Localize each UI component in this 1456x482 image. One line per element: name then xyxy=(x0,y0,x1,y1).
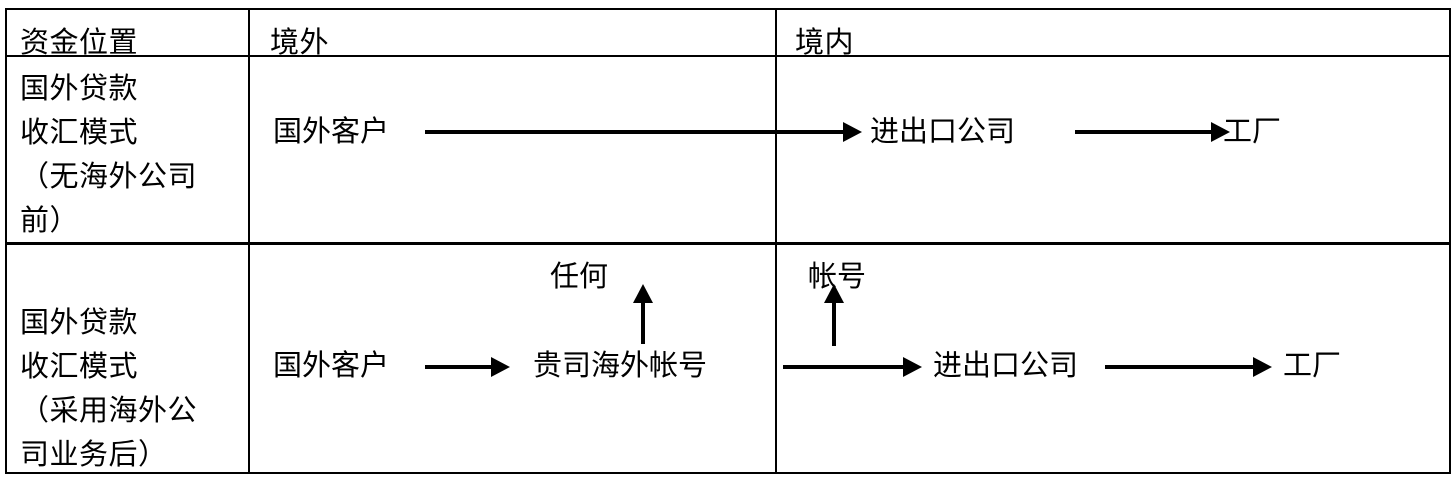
row1-node-foreign-customer: 国外客户 xyxy=(273,114,390,148)
row2-node-factory: 工厂 xyxy=(1283,348,1342,382)
funds-flow-table: 资金位置 境外 境内 国外贷款 收汇模式 （无海外公司 前） 国外贷款 收汇模式… xyxy=(5,8,1451,474)
table-border-top xyxy=(5,8,1451,10)
row2-arrow-up-to-any xyxy=(633,284,653,344)
table-rule-row-separator xyxy=(5,242,1451,245)
row1-arrow-importexport-to-factory xyxy=(1075,122,1230,142)
row1-node-importexport-firm: 进出口公司 xyxy=(870,114,1016,148)
row1-node-factory: 工厂 xyxy=(1223,114,1282,148)
row-label-without-offshore-company: 国外贷款 收汇模式 （无海外公司 前） xyxy=(20,71,198,237)
header-funds-location: 资金位置 xyxy=(20,25,139,59)
table-rule-header-separator xyxy=(5,55,1451,57)
row2-arrow-importexport-to-factory xyxy=(1105,357,1272,377)
row2-node-foreign-customer: 国外客户 xyxy=(273,348,390,382)
table-border-right xyxy=(1449,8,1451,474)
row2-arrow-customer-to-offshore-account xyxy=(425,357,510,377)
table-column-divider-2 xyxy=(775,8,777,474)
table-column-divider-1 xyxy=(248,8,250,474)
table-border-left xyxy=(5,8,7,474)
header-offshore: 境外 xyxy=(270,25,330,59)
row1-arrow-customer-to-importexport xyxy=(425,122,862,142)
row2-arrow-offshore-account-to-importexport xyxy=(783,357,922,377)
row2-annotation-any: 任何 xyxy=(550,259,609,293)
header-onshore: 境内 xyxy=(795,25,855,59)
row-label-with-offshore-company: 国外贷款 收汇模式 （采用海外公 司业务后） xyxy=(20,305,198,471)
row2-node-importexport-firm: 进出口公司 xyxy=(933,348,1079,382)
row2-node-offshore-account: 贵司海外帐号 xyxy=(533,348,708,382)
row2-arrow-up-to-account xyxy=(824,284,844,346)
table-border-bottom xyxy=(5,472,1451,474)
